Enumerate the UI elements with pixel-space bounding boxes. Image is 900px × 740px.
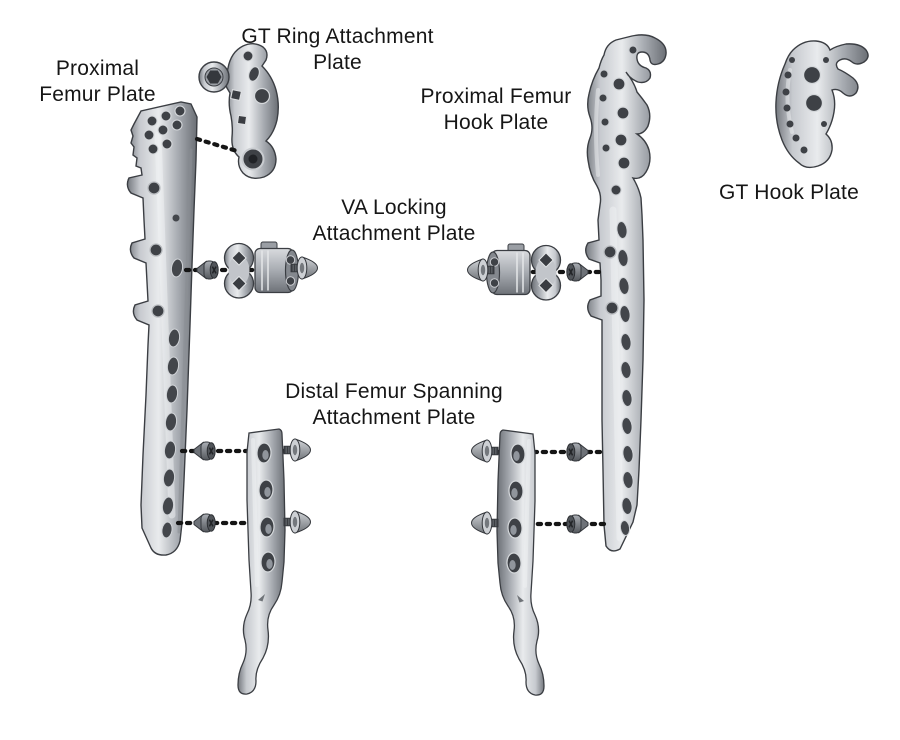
proximal-femur-plate-graphic xyxy=(126,101,198,556)
label-line: Proximal Femur xyxy=(420,85,572,108)
va-assembly-left xyxy=(186,242,318,298)
label-line: GT Ring Attachment xyxy=(241,25,434,48)
label-line: Proximal xyxy=(55,57,140,80)
distal-assembly-right xyxy=(472,430,605,695)
label-va-locking-attachment-plate: VA Locking Attachment Plate xyxy=(274,195,514,247)
label-line: Attachment Plate xyxy=(312,222,476,245)
label-gt-hook-plate: GT Hook Plate xyxy=(689,180,889,206)
label-proximal-femur-hook-plate: Proximal Femur Hook Plate xyxy=(385,84,607,136)
label-line: Femur Plate xyxy=(39,83,156,106)
gt-ring-attachment-plate-graphic xyxy=(198,43,279,180)
gt-hook-plate-graphic xyxy=(775,40,869,169)
label-line: Hook Plate xyxy=(443,111,549,134)
label-line: Plate xyxy=(313,51,362,74)
label-line: VA Locking xyxy=(341,196,447,219)
label-proximal-femur-plate: Proximal Femur Plate xyxy=(10,56,185,108)
label-line: GT Hook Plate xyxy=(719,181,859,204)
label-line: Distal Femur Spanning xyxy=(285,380,503,403)
label-distal-femur-spanning-attachment-plate: Distal Femur Spanning Attachment Plate xyxy=(234,379,554,431)
va-assembly-right xyxy=(468,244,600,300)
distal-assembly-left xyxy=(178,429,311,694)
proximal-femur-hook-plate-graphic xyxy=(585,34,667,552)
label-gt-ring-attachment-plate: GT Ring Attachment Plate xyxy=(205,24,470,76)
label-line: Attachment Plate xyxy=(312,406,476,429)
assembly-dotted-line-gt-ring xyxy=(194,136,240,154)
